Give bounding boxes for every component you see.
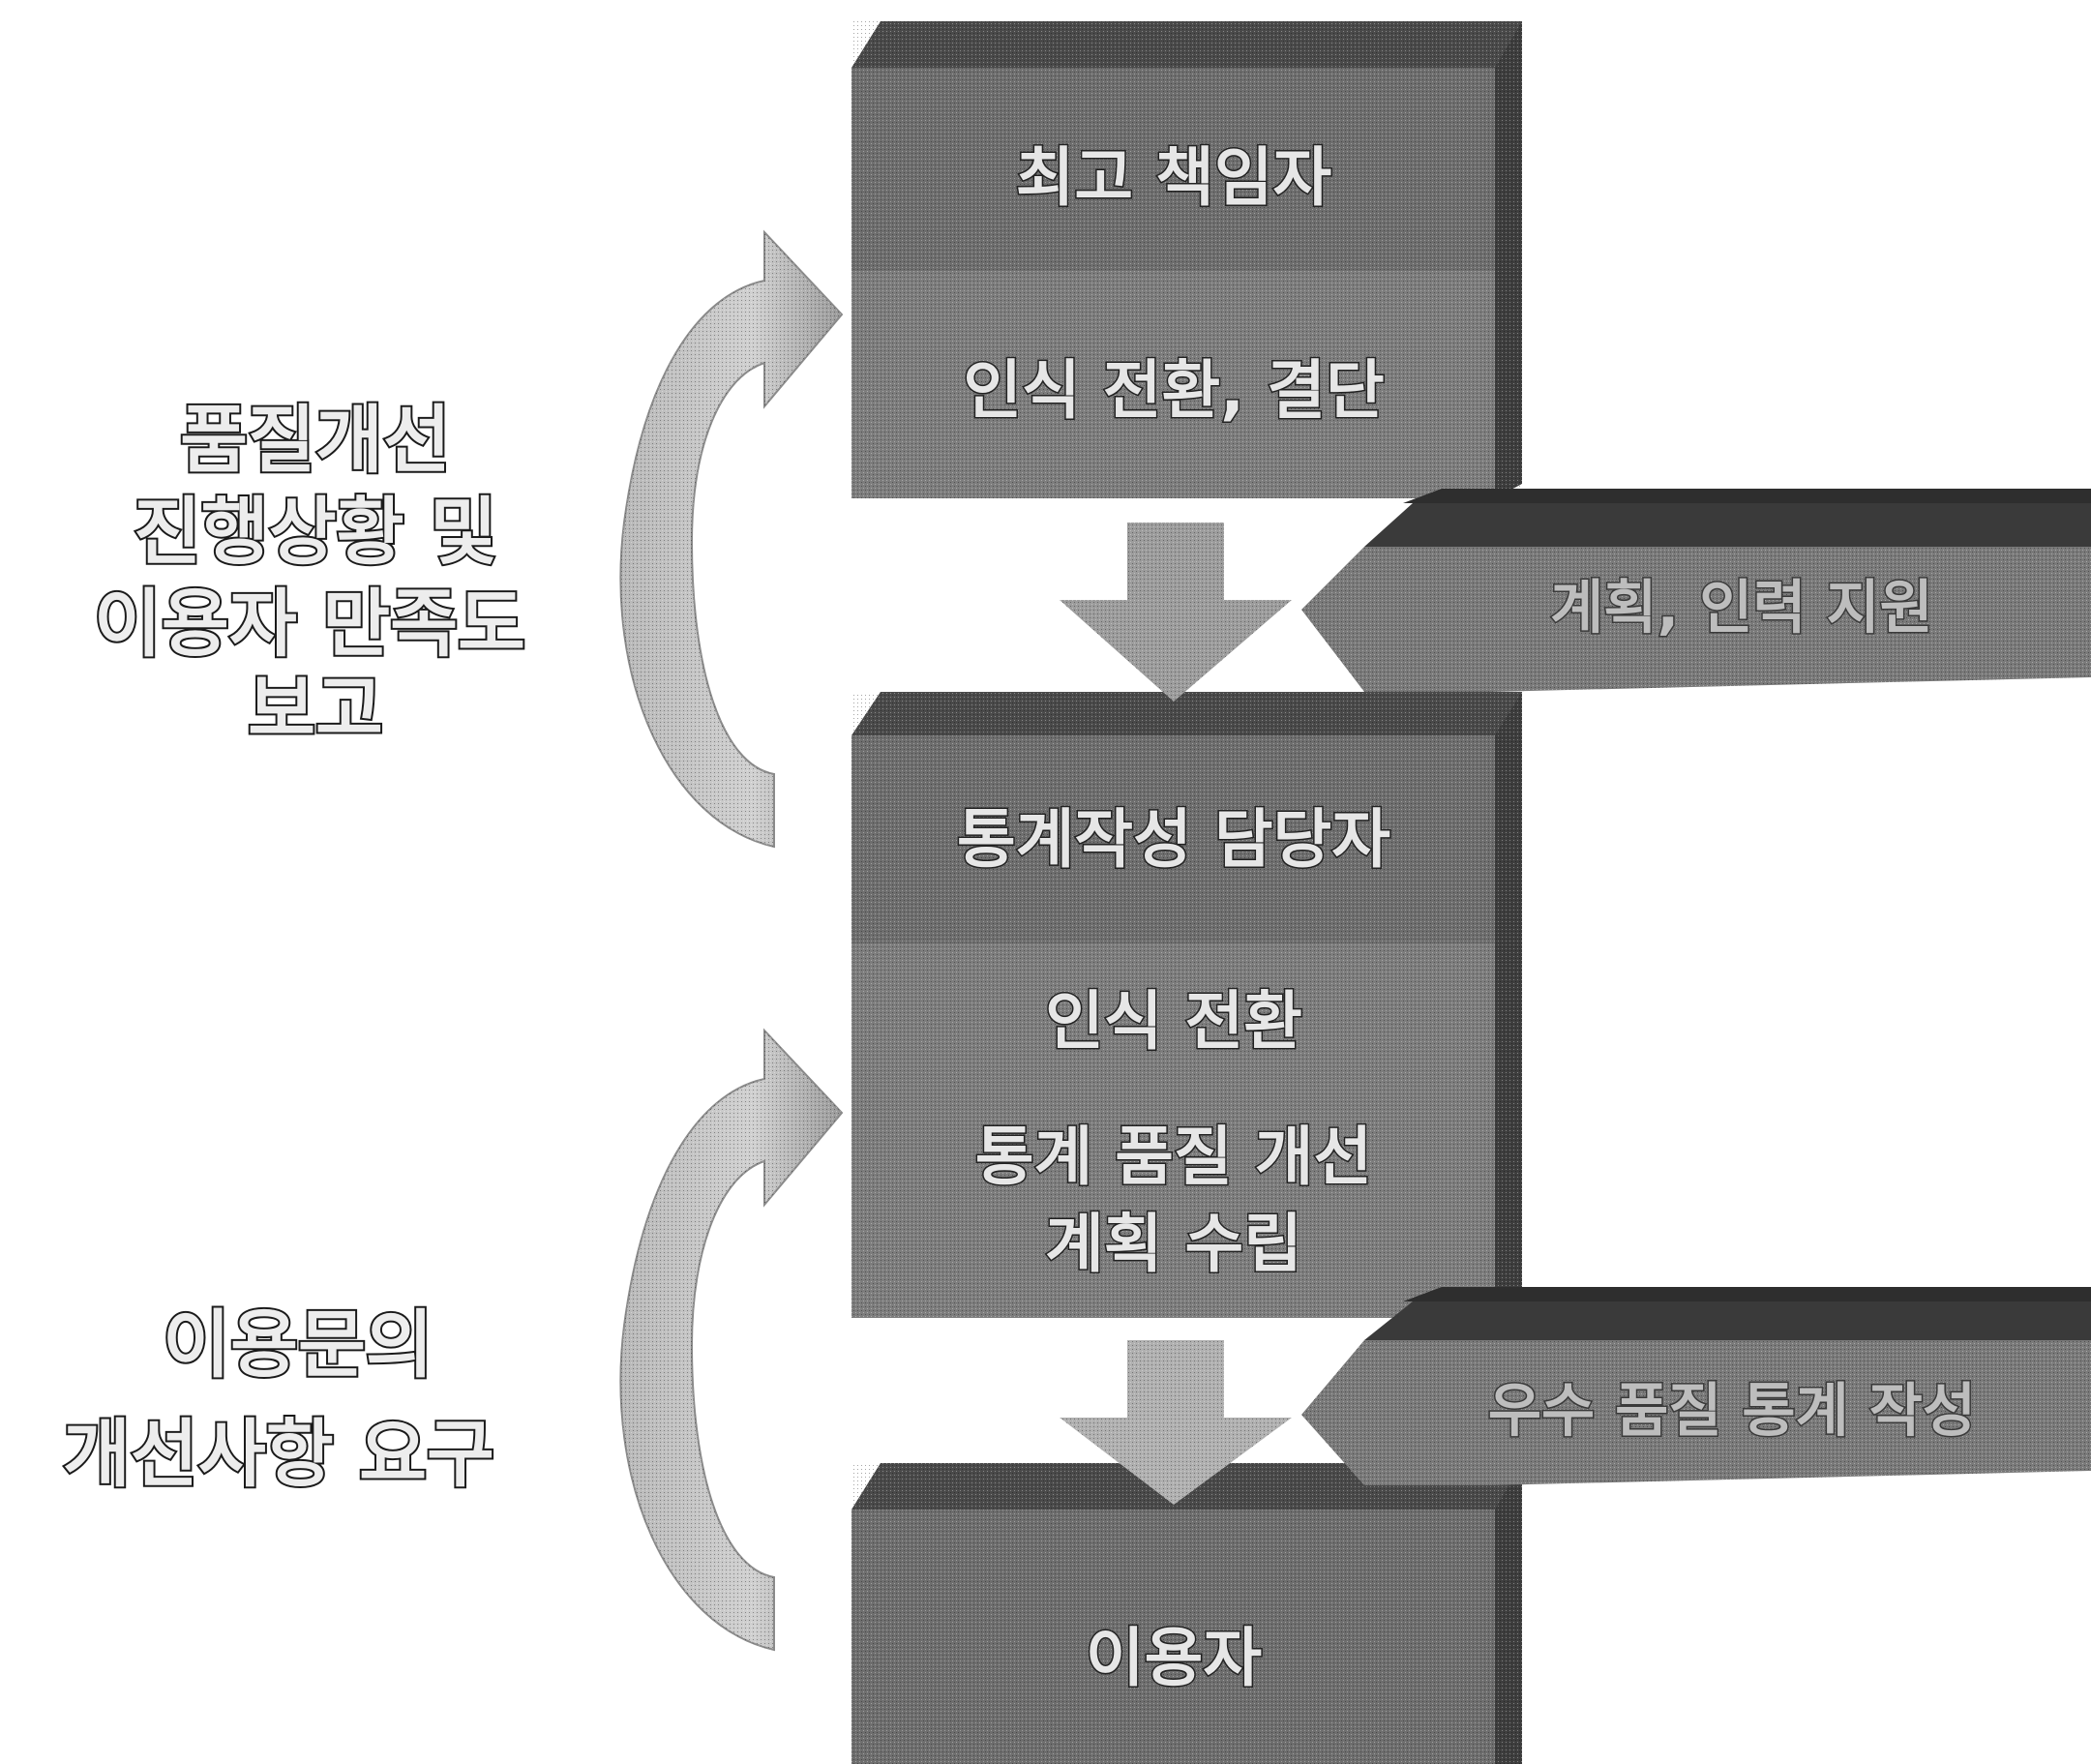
lower-output-tag: 우수 품질 통계 작성 — [1301, 1287, 2091, 1485]
upper-tag-top-band — [1364, 503, 2091, 547]
upper-feedback-line3: 이용자 만족도 — [94, 581, 525, 667]
upper-feedback-text: 품질개선 진행상황 및 이용자 만족도 보고 — [92, 395, 527, 754]
middle-box: 통계작성 담당자 인식 전환 통계 품질 개선 계획 수립 — [851, 692, 1522, 1318]
upper-support-tag: 계획, 인력 지원 — [1301, 489, 2091, 692]
upper-feedback-line1: 품질개선 — [180, 397, 451, 483]
top-box-subtitle: 인식 전환, 결단 — [963, 353, 1384, 428]
top-box: 최고 책임자 인식 전환, 결단 — [851, 21, 1522, 498]
lower-feedback-line1: 이용문의 — [163, 1301, 433, 1388]
bottom-box: 이용자 — [851, 1463, 1522, 1764]
upper-curved-arrow — [619, 229, 844, 849]
upper-feedback-line4: 보고 — [248, 666, 383, 752]
top-box-title: 최고 책임자 — [1016, 140, 1332, 215]
middle-box-title: 통계작성 담당자 — [957, 802, 1390, 877]
lower-curved-arrow — [619, 1028, 844, 1652]
lower-feedback-text: 이용문의 개선사항 요구 — [61, 1300, 496, 1499]
upper-tag-label: 계획, 인력 지원 — [1550, 575, 1933, 643]
middle-box-line3: 계획 수립 — [1045, 1207, 1302, 1281]
lower-tag-top-band — [1364, 1301, 2091, 1340]
lower-tag-label: 우수 품질 통계 작성 — [1488, 1378, 1976, 1446]
down-arrow-top-to-middle — [1060, 523, 1292, 702]
bottom-box-title: 이용자 — [1086, 1621, 1262, 1695]
down-arrow-middle-to-bottom — [1060, 1340, 1292, 1505]
lower-tag-top-face — [1403, 1287, 2091, 1301]
upper-tag-top-face — [1403, 489, 2091, 503]
upper-feedback-line2: 진행상황 및 — [134, 489, 497, 575]
lower-feedback-line2: 개선사항 요구 — [63, 1411, 494, 1497]
middle-box-line1: 인식 전환 — [1045, 984, 1302, 1059]
middle-box-line2: 통계 품질 개선 — [975, 1120, 1372, 1194]
